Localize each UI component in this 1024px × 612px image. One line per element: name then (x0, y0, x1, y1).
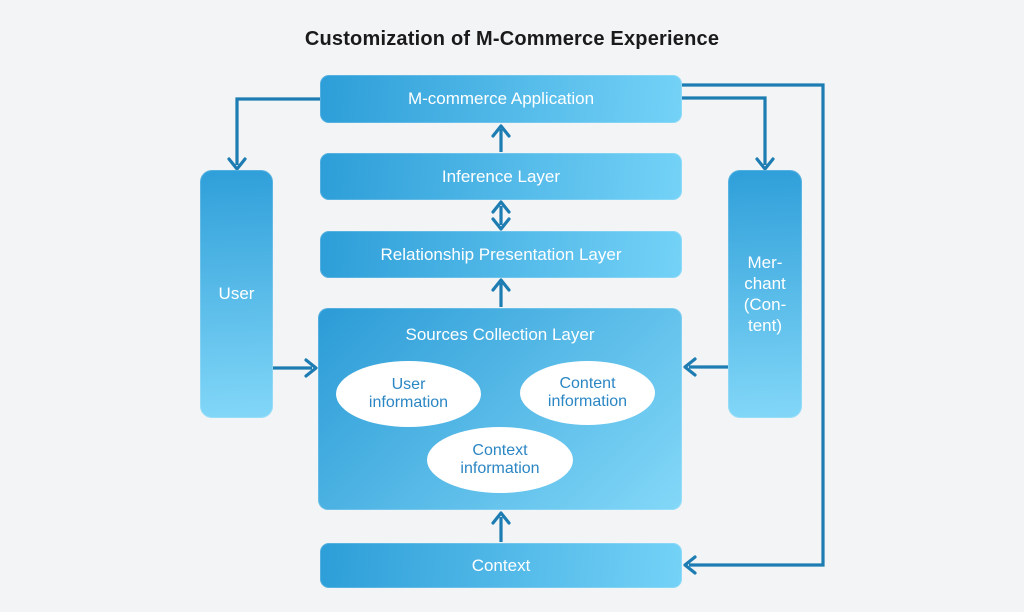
diagram-title: Customization of M-Commerce Experience (304, 28, 720, 50)
node-relationship-presentation-layer: Relationship Presentation Layer (320, 231, 682, 278)
node-sources-collection-layer-label: Sources Collection Layer (405, 325, 595, 344)
node-merchant-content-label: Mer- chant (Con- tent) (743, 252, 787, 336)
ellipse-context-information-label: Context information (460, 441, 540, 477)
arrow-context-to-sources (491, 511, 511, 542)
node-merchant-content: Mer- chant (Con- tent) (728, 170, 802, 418)
arrow-mcommerce-to-user (227, 97, 320, 171)
node-inference-layer: Inference Layer (320, 153, 682, 200)
ellipse-content-information-label: Content information (547, 374, 628, 410)
arrow-user-to-sources (273, 358, 318, 378)
node-context-label: Context (471, 555, 531, 575)
node-user: User (200, 170, 273, 418)
node-mcommerce-application: M-commerce Application (320, 75, 682, 123)
arrow-sources-to-relationship (491, 278, 511, 307)
arrow-inference-relationship-bidirectional (491, 200, 511, 231)
node-relationship-presentation-layer-label: Relationship Presentation Layer (380, 244, 622, 264)
arrow-mcommerce-to-merchant (682, 96, 775, 171)
ellipse-user-information-label: User information (368, 375, 449, 411)
arrow-merchant-to-sources (683, 357, 728, 377)
node-mcommerce-application-label: M-commerce Application (407, 89, 595, 108)
node-inference-layer-label: Inference Layer (441, 166, 561, 186)
arrow-inference-to-mcommerce (491, 124, 511, 152)
node-user-label: User (218, 284, 255, 304)
ellipse-content-information: Content information (520, 361, 655, 425)
ellipse-context-information: Context information (427, 427, 573, 493)
ellipse-user-information: User information (336, 361, 481, 427)
node-context: Context (320, 543, 682, 588)
